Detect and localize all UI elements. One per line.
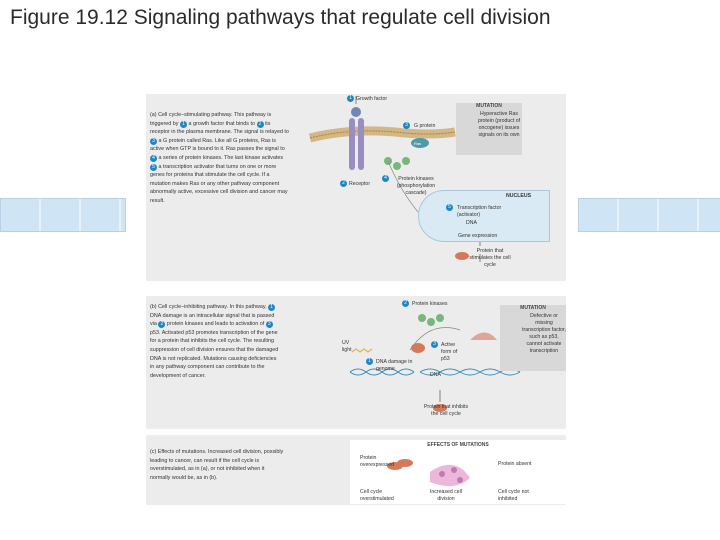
- page-title: Figure 19.12 Signaling pathways that reg…: [10, 6, 551, 29]
- step-badge: 1: [268, 304, 276, 311]
- growth-factor-label: Growth factor: [356, 96, 388, 102]
- step-badge: 1: [366, 358, 373, 365]
- dna-damage-label: DNA damage in genome: [376, 359, 413, 372]
- gene-expression-label: Gene expression: [458, 233, 498, 239]
- increased-division-label: Increased cell division: [429, 489, 462, 502]
- mutation-box-b: MUTATION Defective or missing transcript…: [500, 305, 566, 371]
- stimulating-protein-label: Protein that stimulates the cell cycle: [469, 248, 511, 268]
- step-badge: 3: [403, 122, 410, 129]
- mutation-text: Hyperactive Ras protein (product of onco…: [477, 111, 521, 138]
- step-badge: 4: [150, 154, 157, 162]
- mutation-box-a: MUTATION Hyperactive Ras protein (produc…: [456, 103, 522, 155]
- svg-text:Ras: Ras: [414, 141, 421, 146]
- uv-light-label: UV light: [342, 340, 352, 353]
- step-badge: 3: [150, 137, 157, 145]
- effects-heading: EFFECTS OF MUTATIONS: [427, 442, 489, 448]
- transcription-factor-label: Transcription factor (activator): [457, 205, 502, 218]
- step-badge: 2: [402, 300, 409, 307]
- receptor-label: Receptor: [349, 181, 371, 187]
- step-badge: 5: [446, 204, 453, 211]
- overexpressed-label: Protein overexpressed: [360, 455, 395, 468]
- step-badge: 2: [158, 321, 166, 329]
- step-badge: 2: [340, 180, 347, 187]
- slide-strip-left: [0, 198, 126, 232]
- absent-label: Protein absent: [498, 461, 532, 467]
- panel-c-description: (c) Effects of mutations. Increased cell…: [150, 449, 284, 481]
- step-badge: 2: [256, 120, 264, 128]
- g-protein-label: G protein: [414, 123, 436, 129]
- step-badge: 4: [382, 175, 389, 182]
- nucleus-label: NUCLEUS: [506, 193, 532, 199]
- panel-a-description: (a) Cell cycle–stimulating pathway. This…: [150, 112, 289, 204]
- panel-b: [146, 296, 566, 429]
- protein-kinases-label: Protein kinases: [412, 301, 448, 307]
- mutation-title: MUTATION: [476, 103, 502, 109]
- mutation-text: Defective or missing transcription facto…: [522, 313, 566, 354]
- inhibiting-protein-label: Protein that inhibits the cell cycle: [423, 404, 469, 417]
- panel-b-description: (b) Cell cycle–inhibiting pathway. In th…: [150, 304, 279, 379]
- step-badge: 3: [265, 321, 273, 329]
- step-badge: 3: [431, 341, 438, 348]
- dna-label: DNA: [430, 372, 441, 378]
- step-badge: 1: [347, 95, 354, 102]
- step-badge: 1: [179, 120, 187, 128]
- active-p53-label: Active form of p53: [441, 342, 458, 362]
- step-badge: 5: [150, 163, 157, 171]
- protein-kinases-label: Protein kinases (phosphorylation cascade…: [396, 176, 436, 196]
- nucleus-region: [418, 190, 550, 242]
- overstimulated-label: Cell cycle overstimulated: [360, 489, 394, 502]
- dna-label: DNA: [466, 220, 477, 226]
- slide-strip-right: [578, 198, 720, 232]
- mutation-title: MUTATION: [520, 305, 546, 311]
- not-inhibited-label: Cell cycle not inhibited: [498, 489, 529, 502]
